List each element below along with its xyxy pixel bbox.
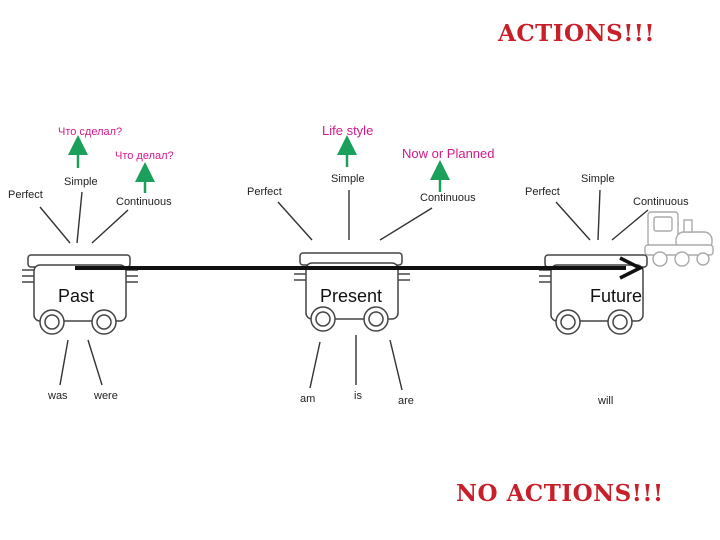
present-continuous-label: Continuous: [420, 193, 476, 204]
wagon-present-label: Present: [320, 287, 382, 305]
verb-am: am: [300, 394, 315, 405]
locomotive-icon: [645, 212, 713, 266]
verb-are: are: [398, 396, 414, 407]
present-perfect-label: Perfect: [247, 187, 282, 198]
verb-lines: [60, 335, 402, 390]
future-simple-label: Simple: [581, 174, 615, 185]
heading-actions: ACTIONS!!!: [498, 22, 655, 45]
future-perfect-label: Perfect: [525, 187, 560, 198]
annotation-what-done: Что сделал?: [58, 127, 122, 138]
heading-no-actions: NO ACTIONS!!!: [456, 482, 664, 505]
present-simple-label: Simple: [331, 174, 365, 185]
verb-were: were: [94, 391, 118, 402]
wagon-future-label: Future: [590, 287, 642, 305]
annotation-what-doing: Что делал?: [115, 151, 174, 162]
wagon-past-label: Past: [58, 287, 94, 305]
past-perfect-label: Perfect: [8, 190, 43, 201]
annotation-now-planned: Now or Planned: [402, 147, 495, 160]
past-simple-label: Simple: [64, 177, 98, 188]
verb-will: will: [598, 396, 613, 407]
verb-is: is: [354, 391, 362, 402]
past-continuous-label: Continuous: [116, 197, 172, 208]
future-continuous-label: Continuous: [633, 197, 689, 208]
verb-was: was: [48, 391, 68, 402]
annotation-life-style: Life style: [322, 124, 373, 137]
